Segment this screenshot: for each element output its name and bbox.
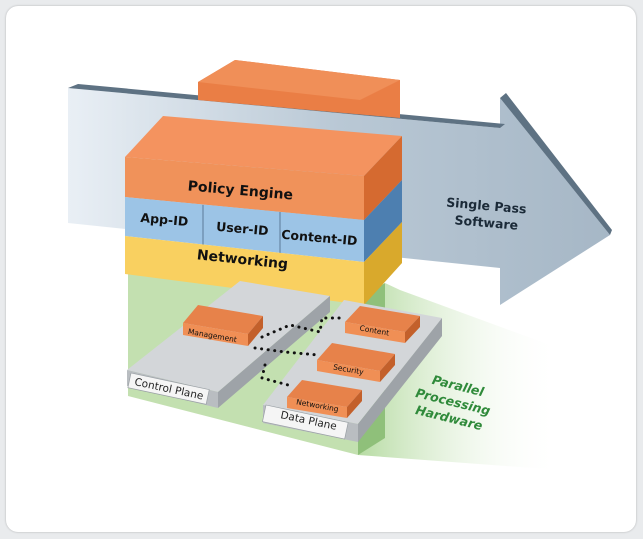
app-id-label: App-ID — [140, 210, 189, 229]
networking-chip — [287, 380, 362, 418]
networking-layer — [125, 222, 402, 305]
security-chip — [317, 343, 395, 382]
management-chip — [183, 305, 263, 346]
arrow-label-line2: Software — [454, 212, 519, 232]
content-chip — [345, 306, 420, 343]
user-id-label: User-ID — [216, 219, 270, 239]
content-id-label: Content-ID — [281, 227, 358, 249]
arrow-label-line1: Single Pass — [446, 195, 527, 217]
dotted-interconnects — [253, 316, 347, 387]
policy-engine-block — [125, 116, 402, 220]
id-layer — [125, 180, 402, 262]
